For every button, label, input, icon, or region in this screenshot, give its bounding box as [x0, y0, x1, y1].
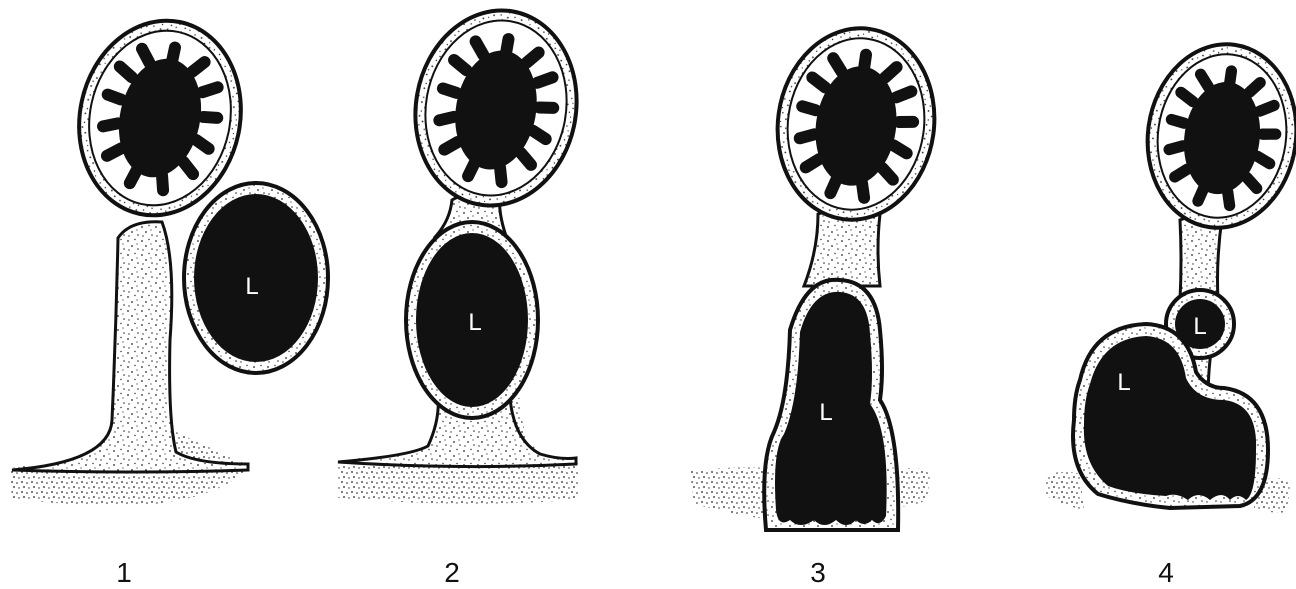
panel-caption: 2 [444, 557, 460, 588]
panel-caption: 3 [810, 557, 826, 588]
panel-caption: 1 [116, 557, 132, 588]
stalk [804, 210, 880, 286]
lumen-label: L [1193, 313, 1206, 340]
lumen-label: L [245, 273, 258, 300]
panel-4: L L [1046, 35, 1296, 513]
panel-3: L [690, 18, 947, 530]
lumen-label: L [1117, 369, 1130, 396]
lumen-label: L [468, 309, 481, 336]
panel-2: L [338, 0, 592, 504]
panel-1: L [10, 6, 328, 506]
lumen-label: L [819, 399, 832, 426]
large-cyst-lumen [1084, 336, 1256, 500]
panel-caption: 4 [1158, 557, 1174, 588]
